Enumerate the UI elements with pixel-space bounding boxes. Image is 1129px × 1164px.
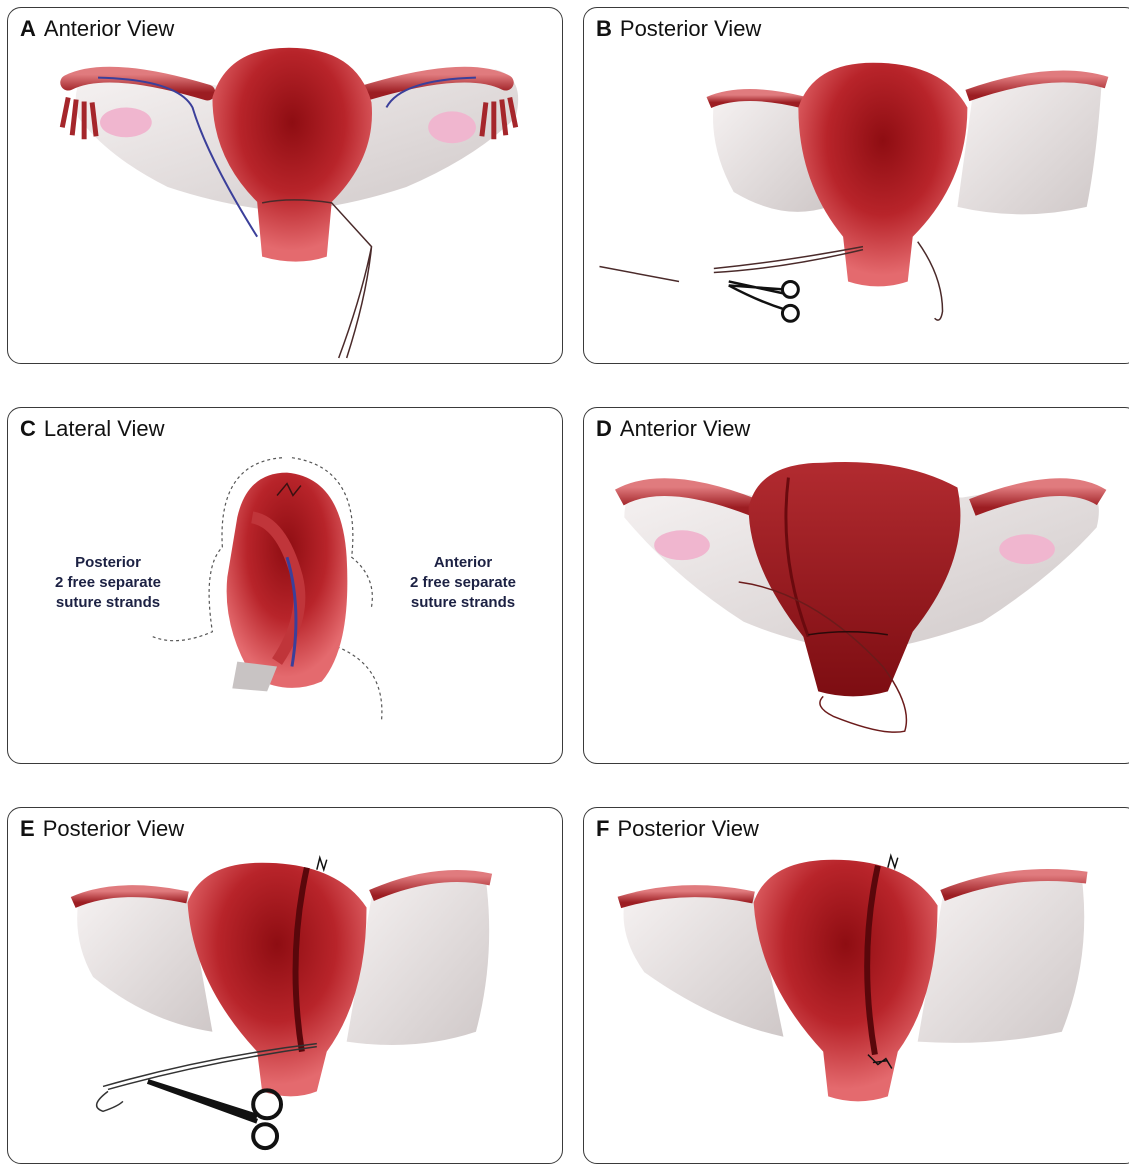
note-line: 2 free separate (38, 573, 178, 593)
ovary-right (428, 111, 476, 143)
uterus-body (188, 863, 367, 1097)
suture-knot (317, 858, 327, 870)
ovary-right (999, 534, 1055, 564)
uterus-posterior-illustration (584, 8, 1129, 363)
uterus-body (749, 462, 961, 696)
broad-ligament-right (347, 877, 490, 1045)
uterus-body (212, 48, 372, 262)
ovary-left (654, 530, 710, 560)
note-posterior: Posterior 2 free separate suture strands (38, 553, 178, 613)
ligament-fold (232, 662, 277, 692)
note-line: suture strands (393, 593, 533, 613)
scissors-icon (729, 281, 799, 321)
uterus-body (754, 860, 938, 1102)
broad-ligament-right (957, 78, 1101, 215)
scissors-icon (148, 1081, 281, 1148)
uterus-anterior-illustration (8, 8, 562, 363)
note-line: 2 free separate (393, 573, 533, 593)
uterus-anterior-sutured-illustration (584, 408, 1129, 763)
ovary-left (100, 107, 152, 137)
note-line: Posterior (38, 553, 178, 573)
uterus-body (798, 63, 967, 287)
uterus-posterior-final-illustration (584, 808, 1129, 1163)
note-line: suture strands (38, 593, 178, 613)
broad-ligament-right (918, 876, 1085, 1043)
suture-knot-top (888, 856, 898, 868)
uterus-posterior-sutured-illustration (8, 808, 562, 1163)
note-line: Anterior (393, 553, 533, 573)
note-anterior: Anterior 2 free separate suture strands (393, 553, 533, 613)
